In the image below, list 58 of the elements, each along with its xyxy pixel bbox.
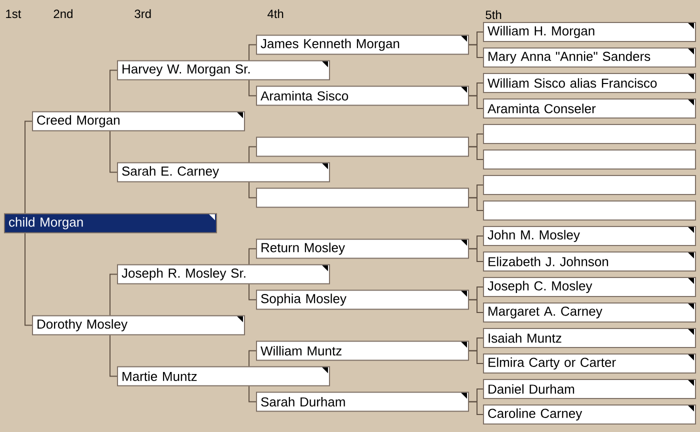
- connector-line: [468, 197, 484, 211]
- name-box: Dorothy Mosley: [32, 315, 245, 336]
- connector-line: [468, 299, 484, 313]
- column-header: 5th: [486, 10, 502, 20]
- name-box: Araminta Sisco: [256, 86, 469, 106]
- connector-line: [24, 120, 32, 214]
- name-box: Martie Muntz: [117, 366, 330, 386]
- name-box: John M. Mosley: [483, 226, 696, 246]
- name-box: William Sisco alias Francisco: [483, 73, 696, 93]
- column-header: 3rd: [134, 9, 151, 18]
- name-box: Sophia Mosley: [256, 290, 469, 310]
- connector-line: [248, 284, 256, 300]
- connector-line: [248, 80, 256, 96]
- connector-line: [248, 350, 256, 367]
- empty-box: [256, 188, 469, 208]
- name-box: Return Mosley: [256, 238, 469, 259]
- column-header: 2nd: [54, 9, 72, 18]
- column-header: 4th: [268, 9, 284, 18]
- connector-line: [24, 232, 32, 326]
- name-box: William Muntz: [256, 340, 469, 361]
- connector-line: [248, 44, 256, 61]
- empty-box: [483, 200, 696, 220]
- connector-line: [110, 274, 118, 316]
- connector-line: [468, 44, 484, 58]
- name-box: Mary Anna "Annie" Sanders: [483, 48, 696, 68]
- name-box: Isaiah Muntz: [483, 328, 696, 348]
- name-box: Araminta Conseler: [483, 98, 696, 118]
- empty-box: [483, 150, 696, 170]
- connector-line: [468, 248, 484, 262]
- name-box: Creed Morgan: [32, 111, 245, 132]
- name-box: Sarah Durham: [256, 392, 469, 412]
- column-header: 1st: [6, 10, 22, 18]
- name-box: Sarah E. Carney: [117, 162, 330, 182]
- connector-line: [248, 146, 256, 163]
- name-box: Caroline Carney: [483, 404, 696, 424]
- name-box: Joseph R. Mosley Sr.: [117, 264, 330, 284]
- connector-line: [248, 182, 256, 198]
- empty-box: [256, 136, 469, 157]
- connector-line: [110, 334, 118, 377]
- name-box: James Kenneth Morgan: [256, 34, 469, 55]
- name-box: Elizabeth J. Johnson: [483, 252, 696, 272]
- connector-line: [468, 350, 484, 364]
- connector-line: [248, 386, 256, 402]
- name-box: Elmira Carty or Carter: [483, 354, 696, 374]
- name-box: Margaret A. Carney: [483, 302, 696, 322]
- connector-line: [468, 146, 484, 160]
- connector-line: [468, 401, 484, 415]
- connector-line: [248, 248, 256, 265]
- name-box: William H. Morgan: [483, 22, 696, 42]
- connector-line: [110, 70, 118, 112]
- name-box: Joseph C. Mosley: [483, 277, 696, 297]
- name-box: Harvey W. Morgan Sr.: [117, 60, 330, 80]
- connector-line: [468, 95, 484, 109]
- empty-box: [483, 124, 696, 144]
- name-box: Daniel Durham: [483, 379, 696, 399]
- name-box: child Morgan: [4, 213, 217, 234]
- empty-box: [483, 175, 696, 195]
- connector-line: [110, 130, 118, 173]
